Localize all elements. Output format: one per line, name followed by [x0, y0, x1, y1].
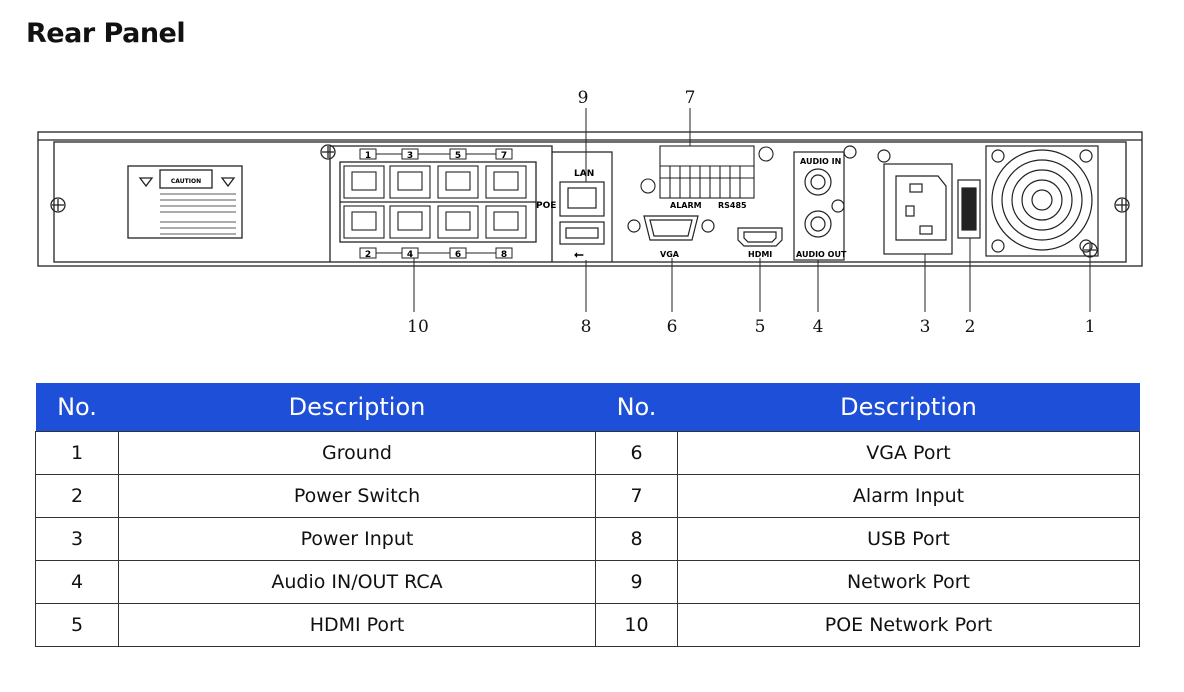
hdmi-label: HDMI [748, 250, 772, 259]
audio-in-label: AUDIO IN [800, 157, 841, 166]
cell-description: Network Port [677, 560, 1140, 604]
caution-text: CAUTION [171, 178, 201, 185]
cell-description: Power Switch [118, 474, 596, 518]
callout-3: 3 [920, 317, 931, 337]
callout-lines [413, 108, 1091, 312]
fan-grille [985, 145, 1099, 257]
svg-text:3: 3 [407, 151, 413, 161]
table-row: 4 Audio IN/OUT RCA 9 Network Port [35, 560, 1140, 604]
vga-label: VGA [660, 250, 680, 259]
vga-port [643, 215, 699, 241]
table-row: 5 HDMI Port 10 POE Network Port [35, 603, 1140, 647]
cell-no: 6 [595, 431, 678, 475]
rs485-label: RS485 [718, 201, 747, 210]
page-title: Rear Panel [26, 18, 186, 49]
callout-9: 9 [578, 88, 589, 108]
power-input-socket [883, 163, 953, 255]
table-row: 2 Power Switch 7 Alarm Input [35, 474, 1140, 518]
cell-description: POE Network Port [677, 603, 1140, 647]
cell-description: Audio IN/OUT RCA [118, 560, 596, 604]
poe-block-outline [329, 145, 553, 262]
chassis-outline [37, 131, 1143, 267]
cell-description: Power Input [118, 517, 596, 561]
cell-no: 5 [35, 603, 119, 647]
svg-text:1: 1 [365, 151, 371, 161]
cell-no: 10 [595, 603, 678, 647]
callout-4: 4 [813, 317, 824, 337]
alarm-label: ALARM [670, 201, 702, 210]
poe-top-port-labels: 1 3 5 7 [359, 148, 513, 161]
audio-out-jack [804, 210, 832, 238]
header-no-2: No. [595, 383, 678, 432]
svg-text:2: 2 [365, 250, 371, 260]
svg-text:6: 6 [455, 250, 461, 260]
cell-no: 4 [35, 560, 119, 604]
hdmi-port [737, 227, 783, 247]
callout-5: 5 [755, 317, 766, 337]
cell-description: HDMI Port [118, 603, 596, 647]
alarm-terminal-block [659, 145, 755, 199]
caution-label [127, 165, 243, 239]
cell-description: VGA Port [677, 431, 1140, 475]
header-no-1: No. [35, 383, 119, 432]
table-row: 3 Power Input 8 USB Port [35, 517, 1140, 561]
cell-no: 8 [595, 517, 678, 561]
table-header-row: No. Description No. Description [35, 383, 1140, 432]
spec-table: No. Description No. Description 1 Ground… [35, 383, 1140, 647]
lan-port [559, 181, 605, 217]
svg-text:8: 8 [501, 250, 507, 260]
audio-in-jack [804, 168, 832, 196]
usb-icon: ⭠ [574, 247, 584, 261]
usb-port [559, 221, 605, 245]
callout-6: 6 [667, 317, 678, 337]
chassis-inner [53, 141, 1127, 263]
audio-out-label: AUDIO OUT [796, 250, 847, 259]
cell-no: 3 [35, 517, 119, 561]
header-description-1: Description [118, 383, 596, 432]
poe-rj45-ports [343, 165, 527, 239]
cell-description: Alarm Input [677, 474, 1140, 518]
svg-text:5: 5 [455, 151, 461, 161]
header-description-2: Description [677, 383, 1140, 432]
audio-block [793, 151, 845, 261]
rear-panel-diagram: 1 3 5 7 2 4 6 8 [37, 88, 1143, 337]
svg-text:7: 7 [501, 151, 507, 161]
poe-bottom-port-labels: 2 4 6 8 [359, 247, 513, 260]
svg-text:4: 4 [407, 250, 413, 260]
power-switch [957, 179, 981, 239]
cell-no: 2 [35, 474, 119, 518]
lan-label: LAN [574, 169, 594, 179]
callout-10: 10 [407, 317, 429, 337]
callout-1: 1 [1085, 317, 1096, 337]
cell-description: USB Port [677, 517, 1140, 561]
callout-2: 2 [965, 317, 976, 337]
cell-no: 9 [595, 560, 678, 604]
cell-no: 7 [595, 474, 678, 518]
poe-label: POE [536, 201, 556, 211]
callout-7: 7 [685, 88, 696, 108]
cell-description: Ground [118, 431, 596, 475]
callout-8: 8 [581, 317, 592, 337]
table-row: 1 Ground 6 VGA Port [35, 431, 1140, 475]
cell-no: 1 [35, 431, 119, 475]
